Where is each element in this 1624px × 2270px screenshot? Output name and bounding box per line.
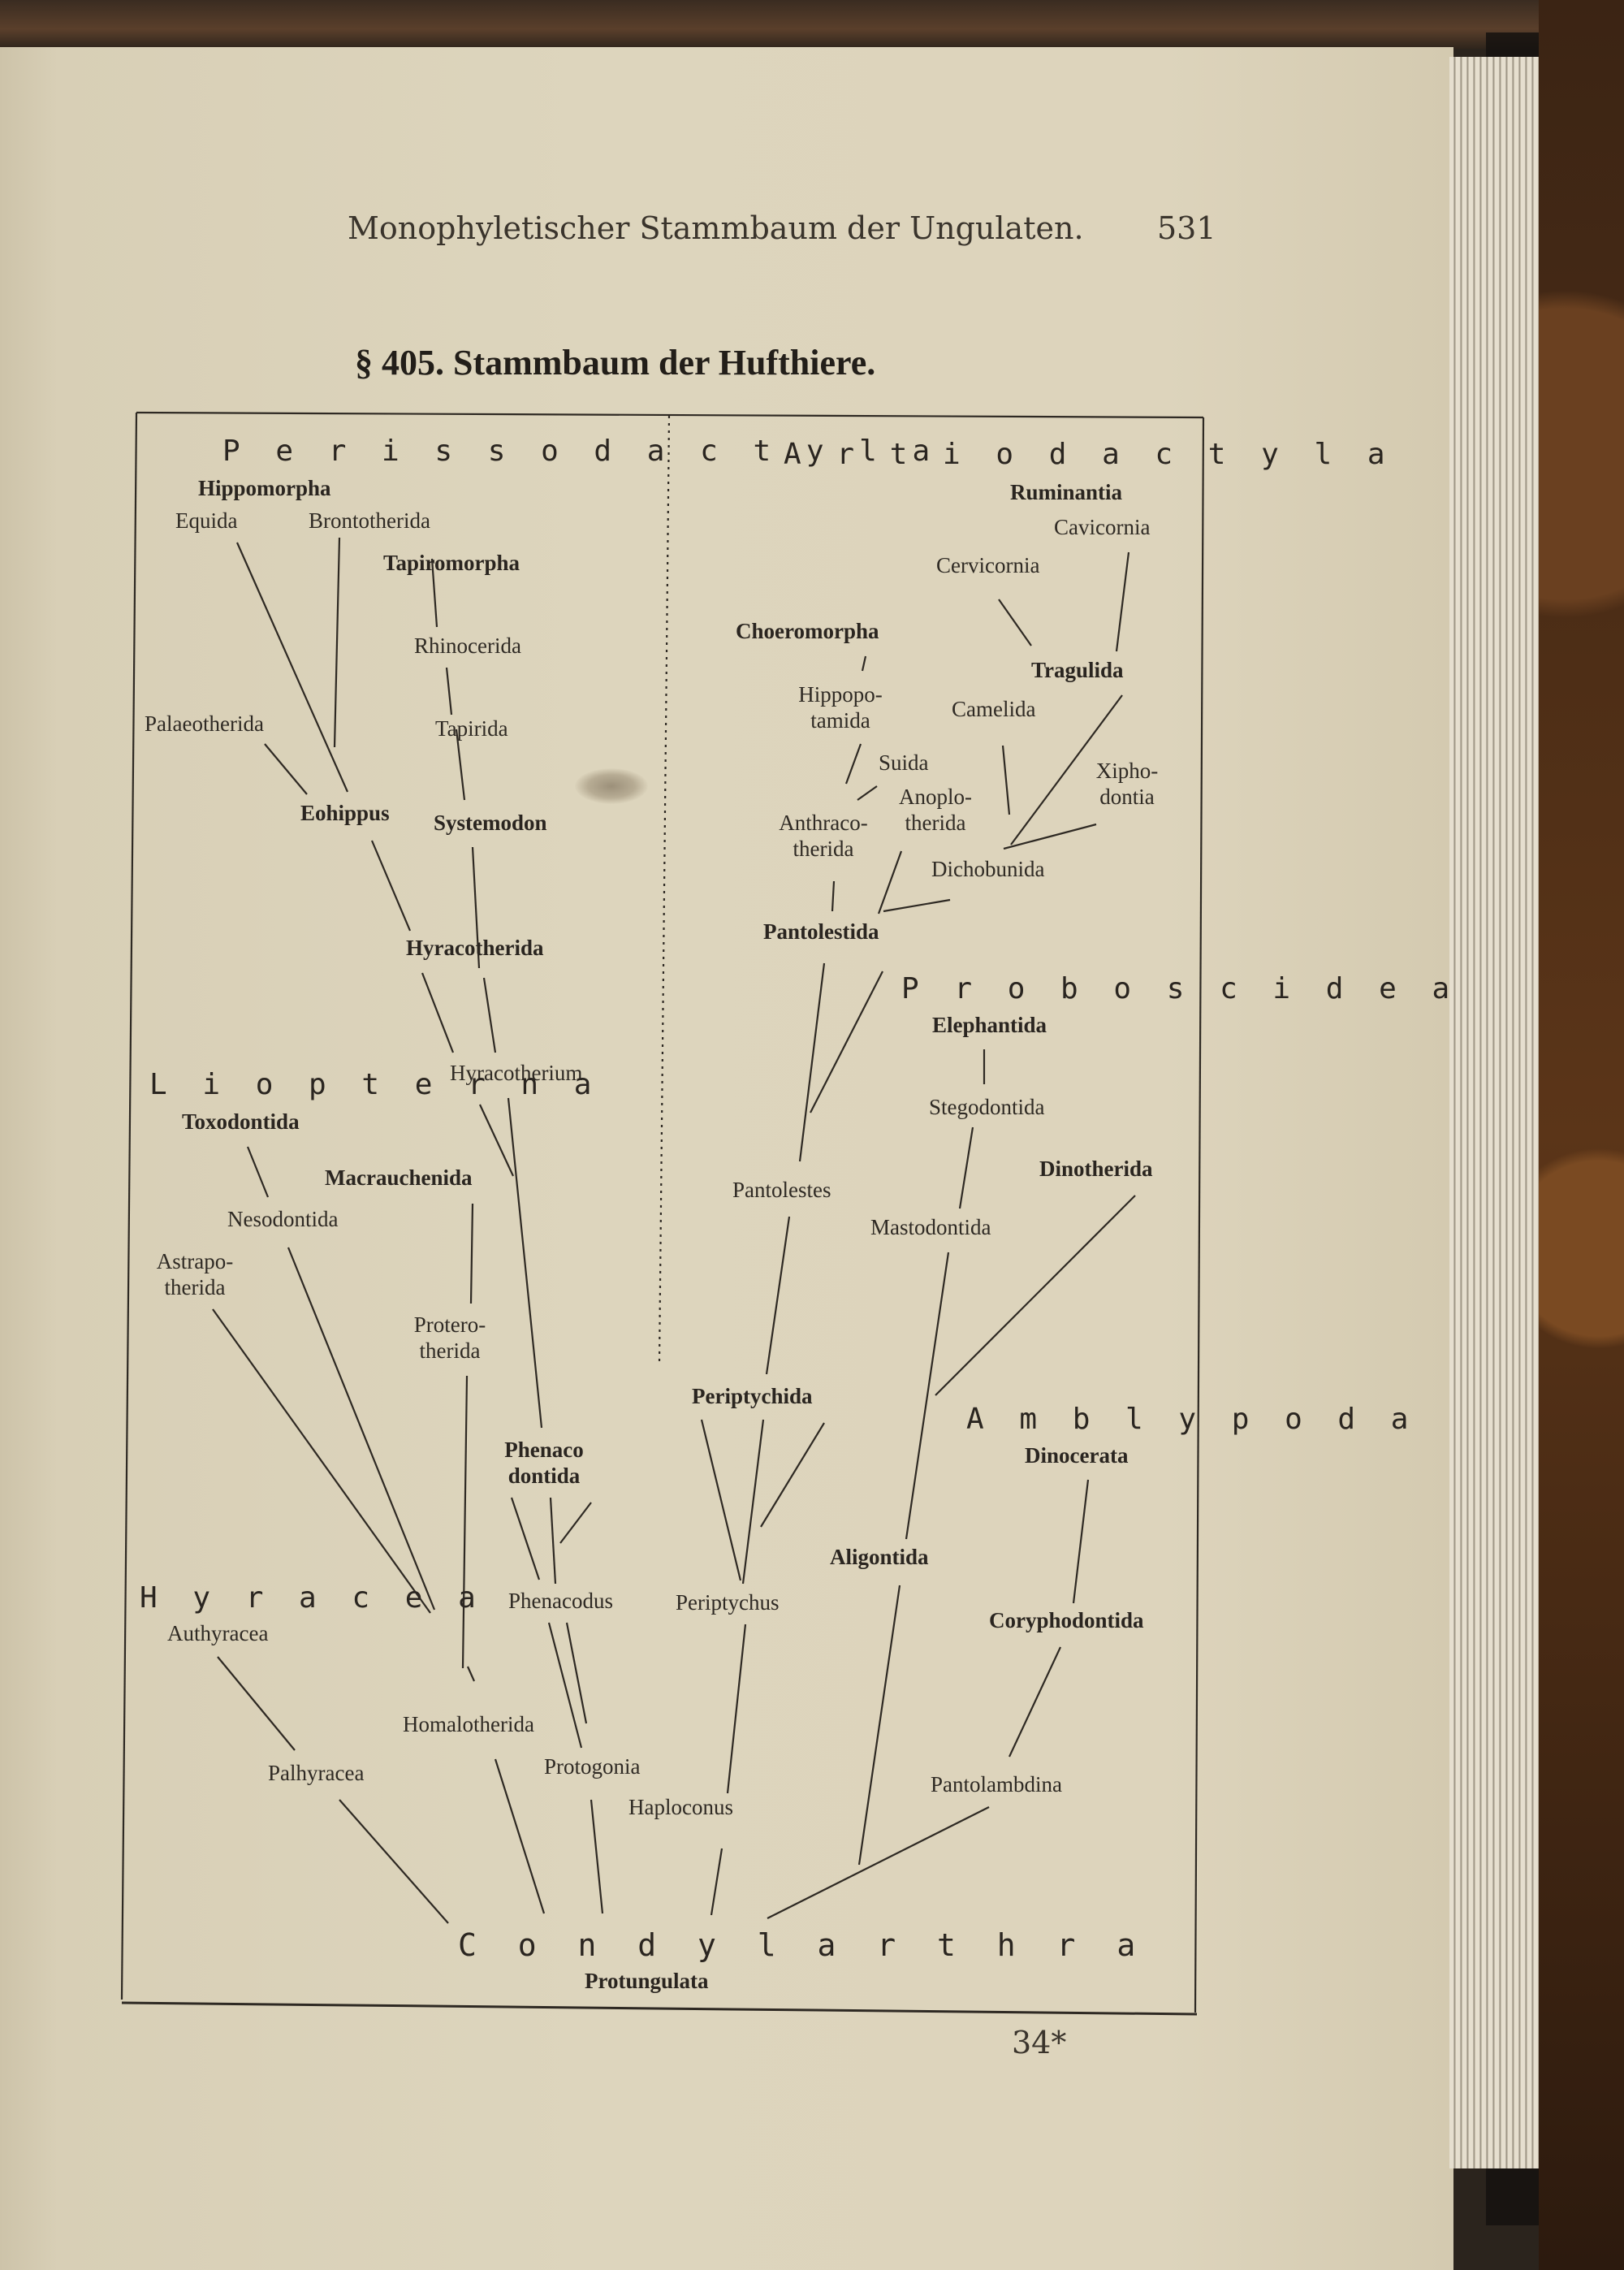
label-astrapotherida: Astrapo- therida <box>156 1249 234 1299</box>
frame-top <box>136 411 1204 419</box>
label-homalotherida: Homalotherida <box>403 1712 534 1736</box>
label-mastodontida: Mastodontida <box>870 1215 991 1239</box>
label-stegodontida: Stegodontida <box>929 1095 1045 1119</box>
label-artiodactyla: A r t i o d a c t y l a <box>784 438 1394 471</box>
label-dichobunida: Dichobunida <box>931 857 1045 881</box>
label-protogonia: Protogonia <box>544 1754 641 1779</box>
label-authyracea: Authyracea <box>167 1621 269 1645</box>
page-number: 531 <box>1157 210 1216 246</box>
running-title: Monophyletischer Stammbaum der Ungulaten… <box>348 210 1084 246</box>
label-suida: Suida <box>879 750 929 775</box>
label-aligontida: Aligontida <box>830 1545 929 1569</box>
label-tapirida: Tapirida <box>435 716 508 741</box>
label-anthracotherida: Anthraco- therida <box>779 811 868 861</box>
label-phenacodus: Phenacodus <box>508 1589 613 1613</box>
label-palaeotherida: Palaeotherida <box>145 711 264 736</box>
marbled-cover <box>1539 0 1624 2270</box>
label-tapiromorpha: Tapiromorpha <box>383 551 520 575</box>
frame-divider <box>658 415 671 1364</box>
label-elephantida: Elephantida <box>932 1013 1047 1037</box>
frame-left <box>120 412 138 2000</box>
paper-stain <box>575 768 648 804</box>
label-brontotherida: Brontotherida <box>309 508 430 533</box>
label-haploconus: Haploconus <box>628 1795 733 1819</box>
label-camelida: Camelida <box>952 697 1036 721</box>
label-pantolambdina: Pantolambdina <box>931 1772 1062 1797</box>
printer-signature: 34* <box>1012 2025 1067 2060</box>
label-protungulata: Protungulata <box>585 1969 709 1993</box>
label-nesodontida: Nesodontida <box>227 1207 339 1231</box>
label-systemodon: Systemodon <box>434 811 547 835</box>
label-periptychus: Periptychus <box>676 1590 780 1615</box>
label-cervicornia: Cervicornia <box>936 553 1040 577</box>
label-cavicornia: Cavicornia <box>1054 515 1151 539</box>
label-rhinocerida: Rhinocerida <box>414 633 521 658</box>
label-hyracotherium: Hyracotherium <box>450 1061 583 1085</box>
label-dinotherida: Dinotherida <box>1039 1157 1153 1181</box>
page-edges <box>1449 57 1539 2168</box>
label-hippomorpha: Hippomorpha <box>198 476 331 500</box>
label-amblypoda: A m b l y p o d a <box>966 1403 1418 1436</box>
frame-right <box>1194 417 1205 2013</box>
label-proterotherida: Protero- therida <box>413 1312 486 1363</box>
label-equida: Equida <box>175 508 238 533</box>
label-xiphodontia: Xipho- dontia <box>1095 759 1159 809</box>
label-eohippus: Eohippus <box>300 801 390 825</box>
label-pahyracea: Palhyracea <box>268 1761 365 1785</box>
label-hippopotamida: Hippopo- tamida <box>798 682 883 733</box>
label-anoplotherida: Anoplo- therida <box>899 785 972 835</box>
label-periptychida: Periptychida <box>692 1384 813 1408</box>
label-coryphodontida: Coryphodontida <box>989 1608 1144 1632</box>
label-phenacodontida: Phenaco dontida <box>504 1438 584 1488</box>
label-condylarthra: C o n d y l a r t h r a <box>458 1927 1147 1963</box>
section-title: § 405. Stammbaum der Hufthiere. <box>355 343 876 383</box>
label-perissodactyla: P e r i s s o d a c t y l a <box>222 435 939 468</box>
book-top-edge <box>0 0 1592 49</box>
label-proboscidea: P r o b o s c i d e a <box>901 972 1459 1005</box>
label-hyracea: H y r a c e a <box>140 1581 485 1615</box>
label-dinocerata: Dinocerata <box>1025 1443 1129 1468</box>
label-macrauchenida: Macrauchenida <box>325 1165 473 1190</box>
label-choeromorpha: Choeromorpha <box>736 619 879 643</box>
label-pantolestida: Pantolestida <box>763 919 879 944</box>
label-pantolestes: Pantolestes <box>732 1178 831 1202</box>
label-hyracotherida: Hyracotherida <box>406 936 544 960</box>
label-toxodontida: Toxodontida <box>182 1109 300 1134</box>
label-liopterna: L i o p t e r n a <box>149 1068 601 1101</box>
label-tragulida: Tragulida <box>1031 658 1124 682</box>
book-page <box>0 47 1453 2270</box>
frame-bottom <box>121 2001 1198 2016</box>
label-ruminantia: Ruminantia <box>1010 480 1123 504</box>
